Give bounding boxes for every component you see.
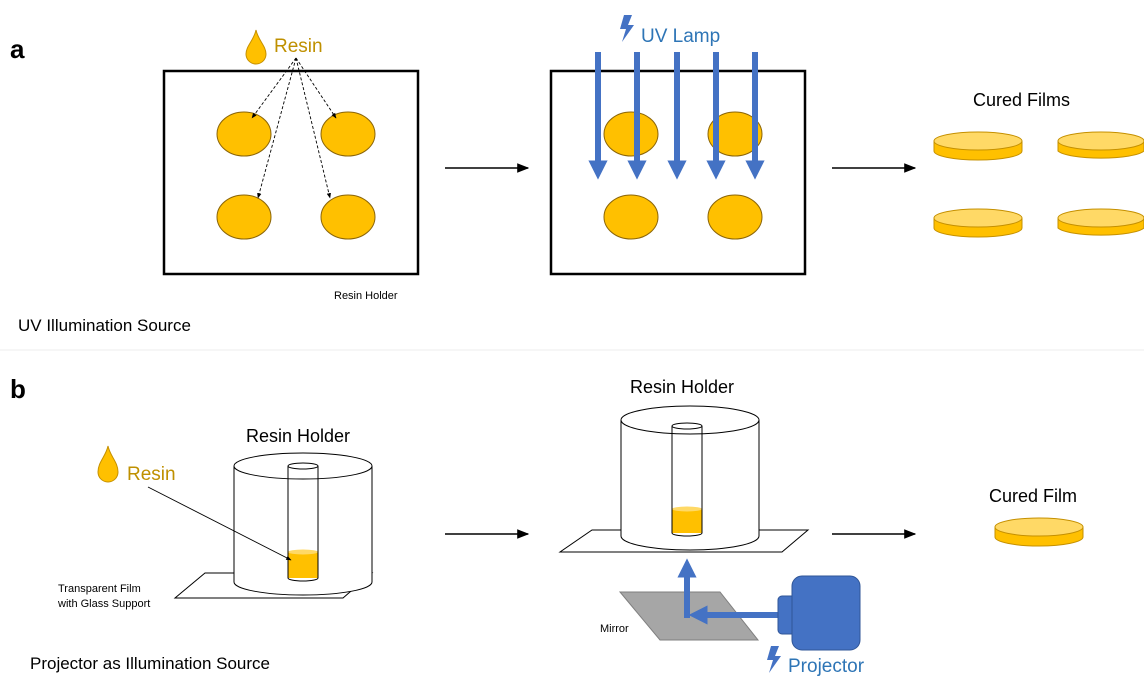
- cured-film-disc: [994, 517, 1084, 547]
- panel-b: b Resin Resin Holder Transparent Film wi…: [10, 374, 1084, 677]
- resin-spot: [707, 194, 763, 240]
- projector-icon: [777, 575, 861, 651]
- resin-holder-label-a: Resin Holder: [334, 290, 398, 302]
- panel-b-label: b: [10, 374, 26, 404]
- resin-label-b: Resin: [127, 464, 176, 485]
- projector-beam: [677, 558, 778, 625]
- projector-label: Projector: [788, 656, 865, 677]
- resin-spot: [603, 194, 659, 240]
- resin-holder-label-b-right: Resin Holder: [630, 377, 734, 397]
- resin-label-a: Resin: [274, 36, 323, 57]
- uv-lamp-label: UV Lamp: [641, 26, 720, 47]
- caption-a: UV Illumination Source: [18, 316, 191, 335]
- resin-spot: [603, 111, 659, 157]
- resin-holder-cylinder-left: [233, 452, 373, 596]
- resin-spot: [320, 111, 376, 157]
- film-label-line1: Transparent Film: [58, 583, 141, 595]
- dispense-arrows: [251, 57, 337, 199]
- resin-spot: [216, 111, 272, 157]
- resin-holder-label-b-left: Resin Holder: [246, 426, 350, 446]
- caption-b: Projector as Illumination Source: [30, 654, 270, 673]
- film-label-line2: with Glass Support: [57, 598, 150, 610]
- panel-a-label: a: [10, 34, 25, 64]
- projector-lightning-icon: [767, 646, 781, 673]
- cured-film-disc: [1057, 131, 1144, 159]
- mirror-label: Mirror: [600, 623, 629, 635]
- uv-lightning-icon: [620, 15, 634, 42]
- cured-film-disc: [1057, 208, 1144, 236]
- uv-beams: [588, 52, 765, 180]
- resin-spot: [216, 194, 272, 240]
- resin-drop-icon: [245, 29, 267, 65]
- resin-drop-icon: [97, 445, 119, 483]
- resin-holder-box-left: [162, 69, 420, 276]
- resin-spot: [707, 111, 763, 157]
- panel-a: a Resin Resin Holder UV Illumination Sou…: [10, 15, 1144, 335]
- cured-film-disc: [933, 208, 1023, 238]
- resin-spot: [320, 194, 376, 240]
- cured-film-label: Cured Film: [989, 486, 1077, 506]
- cured-films-label: Cured Films: [973, 90, 1070, 110]
- resin-holder-cylinder-middle: [620, 405, 760, 551]
- cured-film-disc: [933, 131, 1023, 161]
- resin-pointer-arrow: [147, 486, 292, 561]
